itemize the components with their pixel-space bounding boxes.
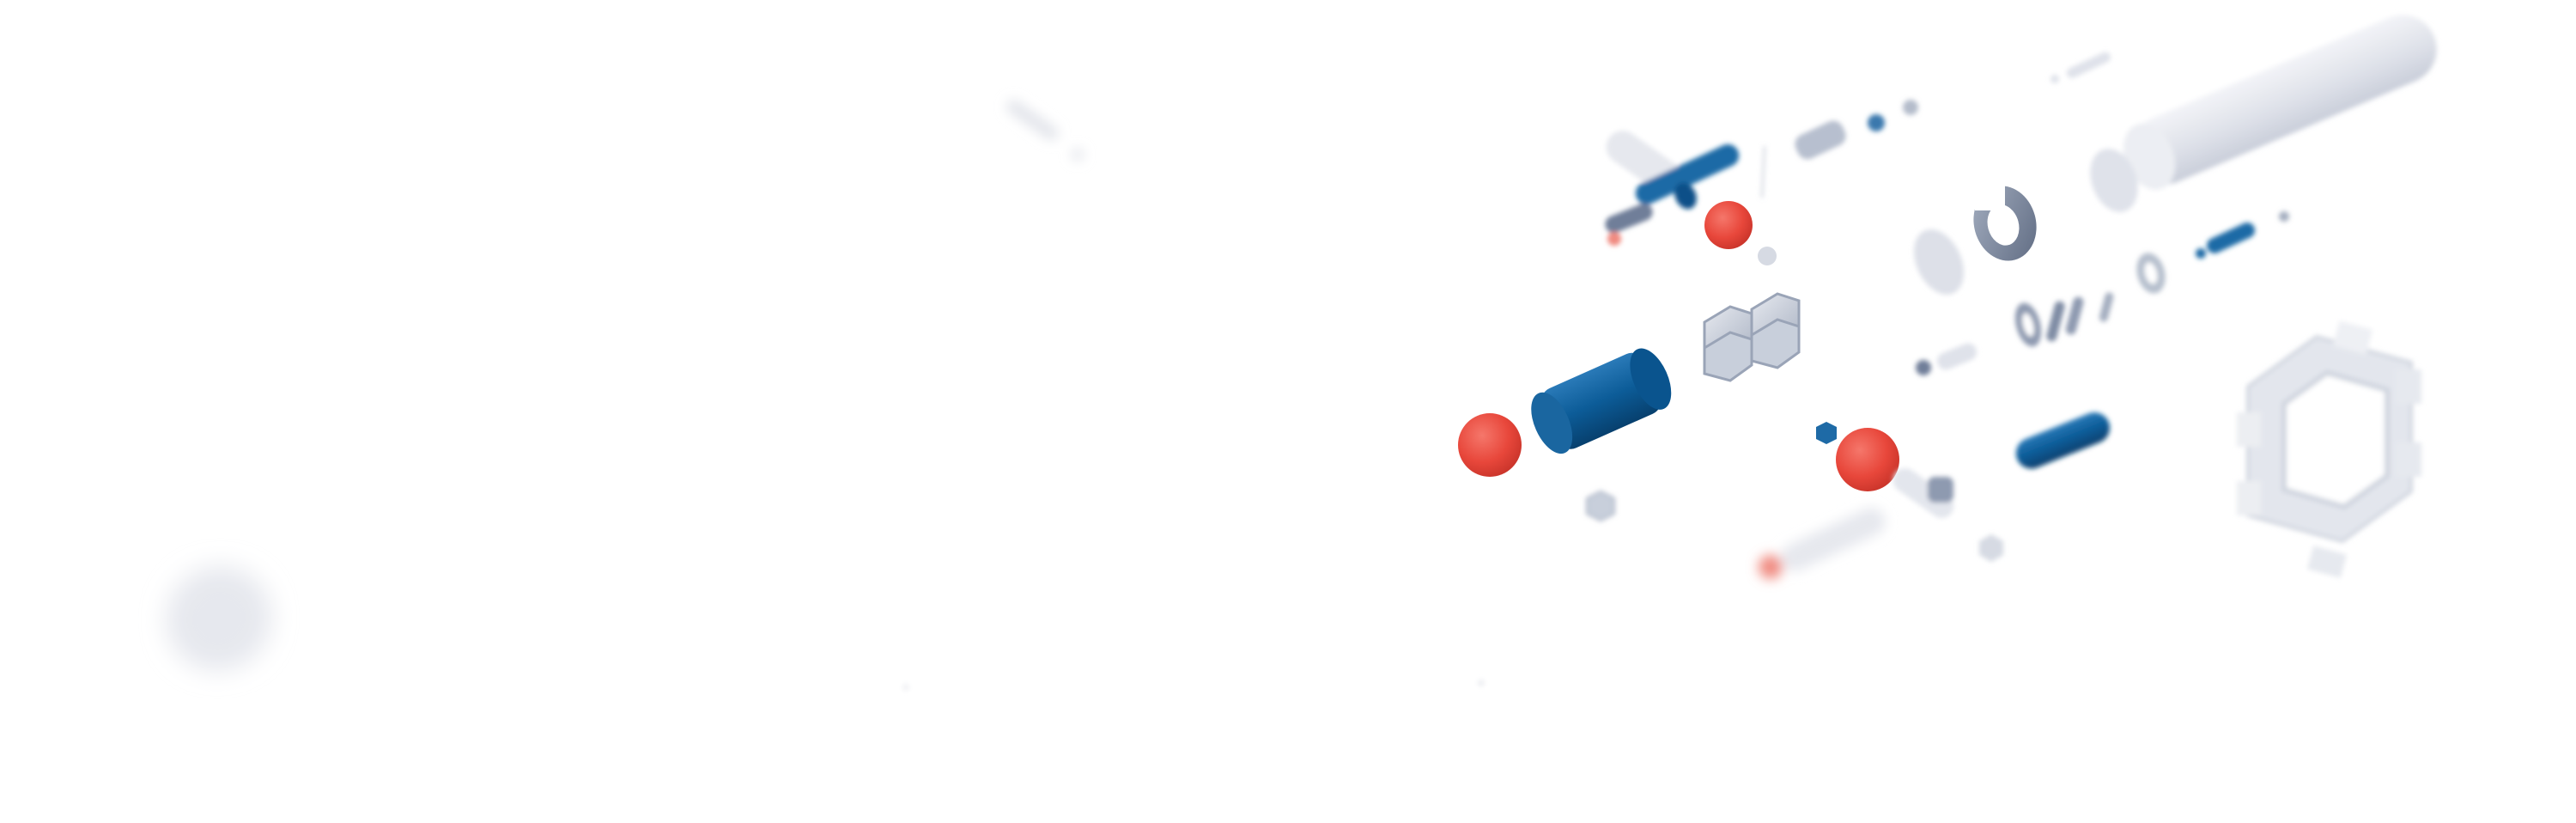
red-sphere-lower <box>1836 428 1899 491</box>
blue-cylinder-large <box>1531 348 1672 454</box>
faint-bottom-specks <box>902 680 1485 691</box>
small-rings-row <box>2014 253 2166 347</box>
blue-cylinder-right <box>2015 412 2111 469</box>
red-sphere-left <box>1458 413 1522 477</box>
small-blue-stick <box>2196 211 2289 259</box>
gear-spool <box>1703 292 1801 382</box>
blurred-stick-top <box>1006 100 1084 161</box>
large-gray-cylinder <box>2090 15 2437 212</box>
c-ring-shape <box>1973 185 2037 261</box>
small-gray-sphere <box>1758 247 1777 265</box>
hexagon-ring-frame <box>2237 320 2421 578</box>
red-sphere-upper <box>1704 201 1753 249</box>
gray-disc-left <box>1913 229 1965 295</box>
upper-cylinder-cluster <box>1605 100 1918 246</box>
tiny-top-specks <box>2050 52 2111 83</box>
small-stick-middle <box>1916 343 1977 375</box>
blurred-blob-left <box>166 566 272 671</box>
small-cube <box>1586 490 1615 522</box>
lower-gray-pieces <box>1893 468 2003 562</box>
lower-stick-red-end <box>1759 508 1886 579</box>
blue-hex-nut <box>1816 422 1837 444</box>
